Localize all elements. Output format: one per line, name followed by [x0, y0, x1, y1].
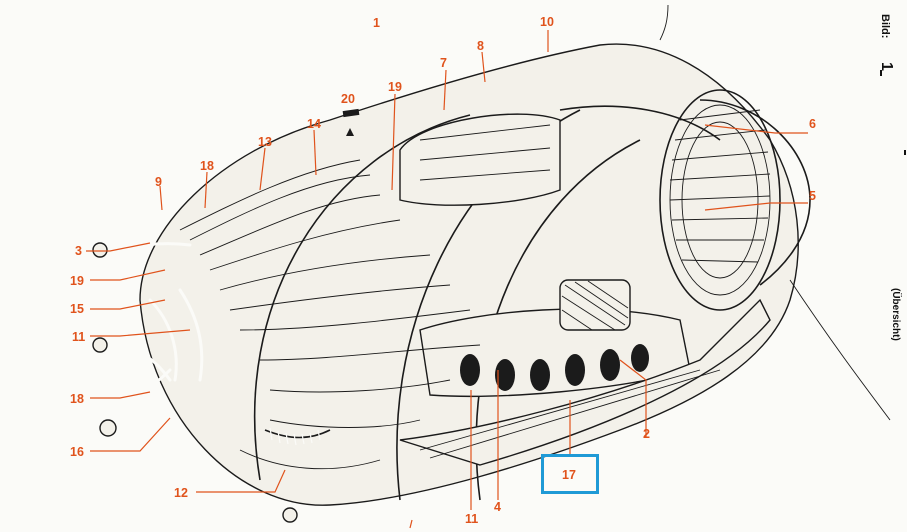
- overview-subtitle: (Übersicht): [890, 288, 903, 341]
- callout-labels: 1 10 8 7 20 19 14 13 18 9 6 5 3 19 15 11…: [70, 15, 816, 526]
- callout-9: 9: [155, 175, 162, 189]
- callout-15: 15: [70, 302, 84, 316]
- callout-13: 13: [258, 135, 272, 149]
- highlight-box-17: [541, 454, 599, 494]
- bild-label: Bild:: [879, 14, 891, 38]
- callout-3: 3: [75, 244, 82, 258]
- callout-17: 17: [562, 468, 576, 482]
- callout-16: 16: [70, 445, 84, 459]
- callout-19-top: 19: [388, 80, 402, 94]
- callout-18-top: 18: [200, 159, 214, 173]
- callout-11-bottom: 11: [465, 512, 478, 526]
- callout-4: 4: [494, 500, 501, 514]
- bild-number: 1: [878, 62, 895, 71]
- callout-8: 8: [477, 39, 484, 53]
- callout-12: 12: [174, 486, 188, 500]
- callout-7: 7: [440, 56, 447, 70]
- callout-14: 14: [307, 117, 321, 131]
- callout-10: 10: [540, 15, 554, 29]
- engine-drawing: [92, 4, 891, 523]
- callout-18-left: 18: [70, 392, 84, 406]
- callout-5: 5: [809, 189, 816, 203]
- side-caption: Bild: 1 (Übersicht): [878, 14, 903, 341]
- callout-19-left: 19: [70, 274, 84, 288]
- callout-1: 1: [373, 16, 380, 30]
- callout-leaders: [86, 30, 808, 529]
- callout-20: 20: [341, 92, 355, 106]
- callout-11-left: 11: [72, 330, 85, 344]
- callout-2: 2: [643, 427, 650, 441]
- callout-6: 6: [809, 117, 816, 131]
